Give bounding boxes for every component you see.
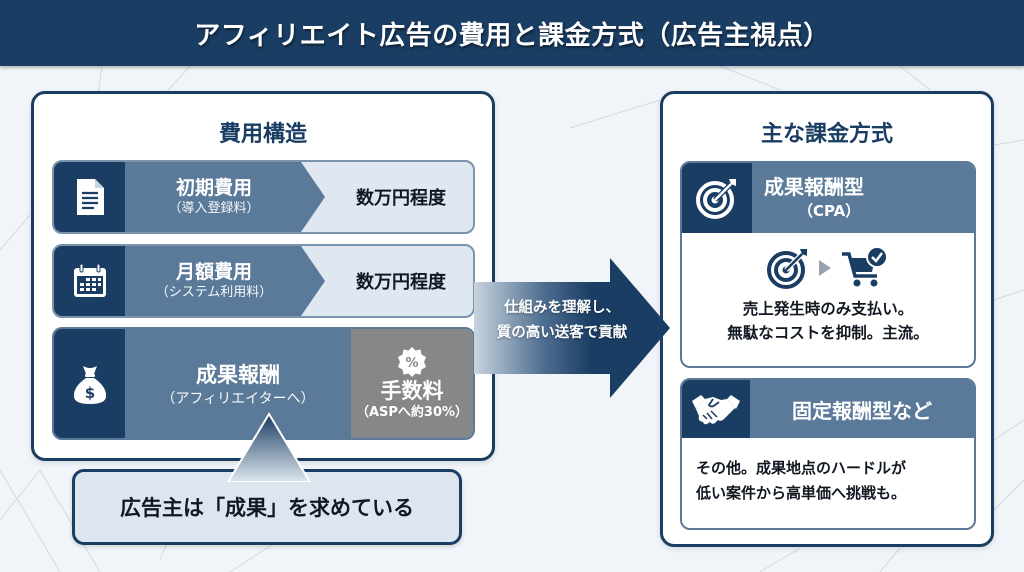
method-title: 固定報酬型など: [792, 398, 932, 423]
page-title: アフィリエイト広告の費用と課金方式（広告主視点）: [194, 20, 830, 51]
cost-sub: （導入登録料）: [168, 201, 260, 216]
cost-row-performance: $ 成果報酬 （アフィリエイターへ） % 手数料 （ASPへ約30%）: [52, 327, 475, 440]
cost-structure-title: 費用構造: [218, 122, 307, 147]
cost-sub: （システム利用料）: [155, 285, 273, 300]
money-bag-icon: $: [54, 329, 125, 438]
percent-badge-icon: %: [398, 346, 426, 377]
cost-name: 初期費用: [175, 177, 252, 199]
cost-label-initial: 初期費用 （導入登録料）: [125, 162, 325, 232]
cost-sub: （アフィリエイターへ）: [161, 390, 315, 407]
cost-name: 月額費用: [175, 261, 252, 283]
method-card-fixed: 固定報酬型など その他。成果地点のハードルが 低い案件から高単価へ挑戦も。: [680, 378, 976, 530]
document-icon: [54, 162, 125, 232]
cart-check-icon: [842, 246, 888, 287]
up-pointer-triangle: [226, 412, 312, 482]
method-header: 成果報酬型 （CPA）: [682, 163, 974, 233]
method-title-wrap: 成果報酬型 （CPA）: [752, 163, 974, 233]
billing-methods-panel: 主な課金方式 成果報酬型 （CPA）: [660, 91, 994, 547]
arrow-line-2: 質の高い送客で貢献: [496, 325, 628, 341]
svg-text:%: %: [405, 356, 418, 371]
play-arrow-icon: [819, 260, 831, 276]
handshake-icon: [682, 380, 750, 438]
header-bar: アフィリエイト広告の費用と課金方式（広告主視点）: [0, 0, 1024, 66]
flow-icons: [682, 245, 974, 291]
cost-value: 数万円程度: [356, 188, 446, 209]
desc-line-2: 無駄なコストを抑制。主流。: [727, 324, 929, 342]
target-icon: [682, 163, 752, 233]
method-card-cpa: 成果報酬型 （CPA）: [680, 161, 976, 368]
calendar-icon: [54, 246, 125, 316]
arrow-caption: 仕組みを理解し、 質の高い送客で貢献: [478, 296, 646, 346]
callout-text: 広告主は「成果」を求めている: [120, 496, 414, 520]
method-sub: （CPA）: [798, 202, 861, 220]
method-title-wrap: 固定報酬型など: [750, 380, 974, 438]
fee-label: 手数料: [380, 378, 444, 403]
cost-label-performance: 成果報酬 （アフィリエイターへ）: [125, 329, 351, 438]
arrow-line-1: 仕組みを理解し、: [504, 300, 620, 316]
desc-line-1: その他。成果地点のハードルが: [696, 459, 907, 477]
cost-name: 成果報酬: [196, 362, 280, 387]
desc-line-1: 売上発生時のみ支払い。: [742, 300, 914, 318]
cost-row-monthly: 月額費用 （システム利用料） 数万円程度: [52, 244, 475, 318]
desc-line-2: 低い案件から高単価へ挑戦も。: [696, 484, 907, 502]
cost-row-initial: 初期費用 （導入登録料） 数万円程度: [52, 160, 475, 234]
cost-label-monthly: 月額費用 （システム利用料）: [125, 246, 325, 316]
asp-fee-cell: % 手数料 （ASPへ約30%）: [351, 329, 473, 438]
method-title: 成果報酬型: [764, 175, 864, 199]
fee-sub: （ASPへ約30%）: [355, 404, 469, 420]
method-desc: その他。成果地点のハードルが 低い案件から高単価へ挑戦も。: [682, 438, 974, 506]
cost-structure-panel: 費用構造 初期費用 （導入登録料） 数万円程度: [31, 91, 495, 461]
target-icon: [767, 249, 807, 289]
flow-arrow: [474, 258, 670, 398]
billing-methods-title: 主な課金方式: [760, 122, 893, 147]
method-body: 売上発生時のみ支払い。 無駄なコストを抑制。主流。: [682, 233, 974, 366]
method-header: 固定報酬型など: [682, 380, 974, 438]
cost-value: 数万円程度: [356, 272, 446, 293]
method-desc: 売上発生時のみ支払い。 無駄なコストを抑制。主流。: [682, 297, 974, 345]
svg-text:$: $: [84, 384, 94, 402]
